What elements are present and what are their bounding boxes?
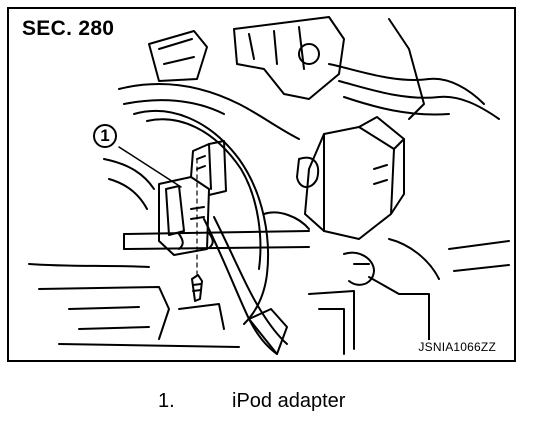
legend-item-number: 1. [158,390,175,412]
callout-number-badge: 1 [93,124,117,148]
section-label: SEC. 280 [19,17,118,41]
connector-housing [263,116,405,240]
screw [191,158,203,302]
legend-item-text: iPod adapter [232,390,346,412]
callout-leader-line [118,146,182,188]
legend: 1. iPod adapter [0,390,544,420]
dashboard-upper-structure [118,16,500,140]
figure-frame: SEC. 280 1 JSNIA1066ZZ [7,7,516,362]
dash-member [123,230,310,250]
line-drawing [28,16,510,355]
ipod-adapter-drawing [158,140,227,256]
lower-structure [308,238,510,355]
figure-id-code: JSNIA1066ZZ [416,340,498,354]
lower-left-structure [28,158,240,348]
